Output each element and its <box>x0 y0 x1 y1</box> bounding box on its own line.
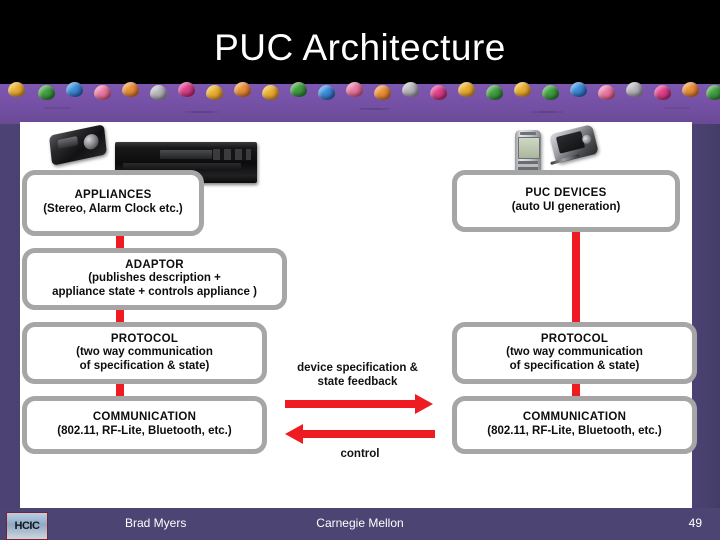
pda-screen <box>518 137 540 159</box>
box-puc-devices[interactable]: PUC DEVICES (auto UI generation) <box>452 170 680 232</box>
box-protocol-left-subtitle-line2: of specification & state) <box>79 359 210 372</box>
arrow-left-head-icon <box>285 424 303 444</box>
arrow-label-line1: device specification & <box>297 362 418 374</box>
box-protocol-left-title: PROTOCOL <box>110 332 179 345</box>
arrow-right-head-icon <box>415 394 433 414</box>
stereo-display <box>160 150 212 159</box>
arrow-left-shaft <box>303 430 435 438</box>
gem-icon <box>682 82 699 97</box>
arrow-label-control: control <box>340 448 380 460</box>
arrow-right-shaft <box>285 400 417 408</box>
connector-protocol-communication-left <box>116 384 124 396</box>
box-puc-devices-title: PUC DEVICES <box>525 187 607 200</box>
gem-icon <box>38 85 55 100</box>
hcii-logo-text: HCIC <box>14 520 40 532</box>
box-protocol-left[interactable]: PROTOCOL (two way communication of speci… <box>22 322 267 384</box>
gem-icon <box>626 82 643 97</box>
box-protocol-right-subtitle-line2: of specification & state) <box>509 359 640 372</box>
box-communication-right[interactable]: COMMUNICATION (802.11, RF-Lite, Bluetoot… <box>452 396 697 454</box>
arrow-label-line2: state feedback <box>317 375 398 388</box>
arrow-label-device-specification: device specification & state feedback <box>280 362 435 390</box>
gem-icon <box>8 82 25 97</box>
gem-icon <box>486 85 503 100</box>
box-communication-left-subtitle: (802.11, RF-Lite, Bluetooth, etc.) <box>57 425 232 437</box>
box-protocol-right-title: PROTOCOL <box>540 332 609 345</box>
box-appliances[interactable]: APPLIANCES (Stereo, Alarm Clock etc.) <box>22 170 204 236</box>
box-adaptor[interactable]: ADAPTOR (publishes description + applian… <box>22 248 287 310</box>
gem-icon <box>346 82 363 97</box>
arrow-right-device-specification <box>285 394 435 414</box>
hcii-logo: HCIC <box>6 512 48 540</box>
pda-speaker <box>520 132 536 135</box>
box-protocol-right[interactable]: PROTOCOL (two way communication of speci… <box>452 322 697 384</box>
page-title: PUC Architecture <box>214 27 506 68</box>
gem-icon <box>402 82 419 97</box>
box-appliances-title: APPLIANCES <box>74 189 152 202</box>
gem-icon <box>374 85 391 100</box>
box-protocol-right-subtitle-line1: (two way communication <box>506 346 643 359</box>
gem-icon <box>598 85 615 100</box>
gem-icon <box>178 82 195 97</box>
gem-icon <box>122 82 139 97</box>
gem-icon <box>66 82 83 97</box>
connector-appliances-adaptor <box>116 236 124 248</box>
stereo-disc-tray <box>123 163 241 171</box>
gem-icon <box>542 85 559 100</box>
gem-icon <box>262 85 279 100</box>
stereo-buttons <box>213 149 251 160</box>
arrow-left-control <box>285 424 435 444</box>
box-communication-right-title: COMMUNICATION <box>522 411 627 424</box>
gem-icon <box>430 85 447 100</box>
box-adaptor-subtitle-line2: appliance state + controls appliance ) <box>52 285 257 298</box>
footer-organization: Carnegie Mellon <box>316 516 404 530</box>
box-adaptor-title: ADAPTOR <box>125 258 184 271</box>
box-communication-right-subtitle: (802.11, RF-Lite, Bluetooth, etc.) <box>487 425 662 437</box>
gem-icon <box>514 82 531 97</box>
box-communication-left-title: COMMUNICATION <box>92 411 197 424</box>
gem-icon <box>318 85 335 100</box>
box-communication-left[interactable]: COMMUNICATION (802.11, RF-Lite, Bluetoot… <box>22 396 267 454</box>
gem-icon <box>150 85 167 100</box>
gem-icon <box>654 85 671 100</box>
diagram-panel: APPLIANCES (Stereo, Alarm Clock etc.) AD… <box>20 122 697 508</box>
gem-decoration-row <box>0 82 720 104</box>
alarm-clock-radio-image <box>49 124 107 166</box>
gem-icon <box>94 85 111 100</box>
gem-icon <box>706 85 720 100</box>
gem-icon <box>206 85 223 100</box>
slide-footer: Brad Myers Carnegie Mellon 49 <box>0 508 720 540</box>
connector-adaptor-protocol <box>116 310 124 322</box>
gem-icon <box>570 82 587 97</box>
box-puc-devices-subtitle: (auto UI generation) <box>511 201 621 213</box>
footer-page-number: 49 <box>688 516 702 530</box>
connector-pucdevices-protocol-right <box>572 232 580 322</box>
gem-icon <box>234 82 251 97</box>
gem-icon <box>458 82 475 97</box>
gem-icon <box>290 82 307 97</box>
box-appliances-subtitle: (Stereo, Alarm Clock etc.) <box>43 203 183 215</box>
box-protocol-left-subtitle-line1: (two way communication <box>76 346 213 359</box>
footer-author: Brad Myers <box>125 516 187 530</box>
connector-protocol-communication-right <box>572 384 580 396</box>
pocket-pc-screen <box>555 130 586 154</box>
box-adaptor-subtitle-line1: (publishes description + <box>88 272 221 285</box>
